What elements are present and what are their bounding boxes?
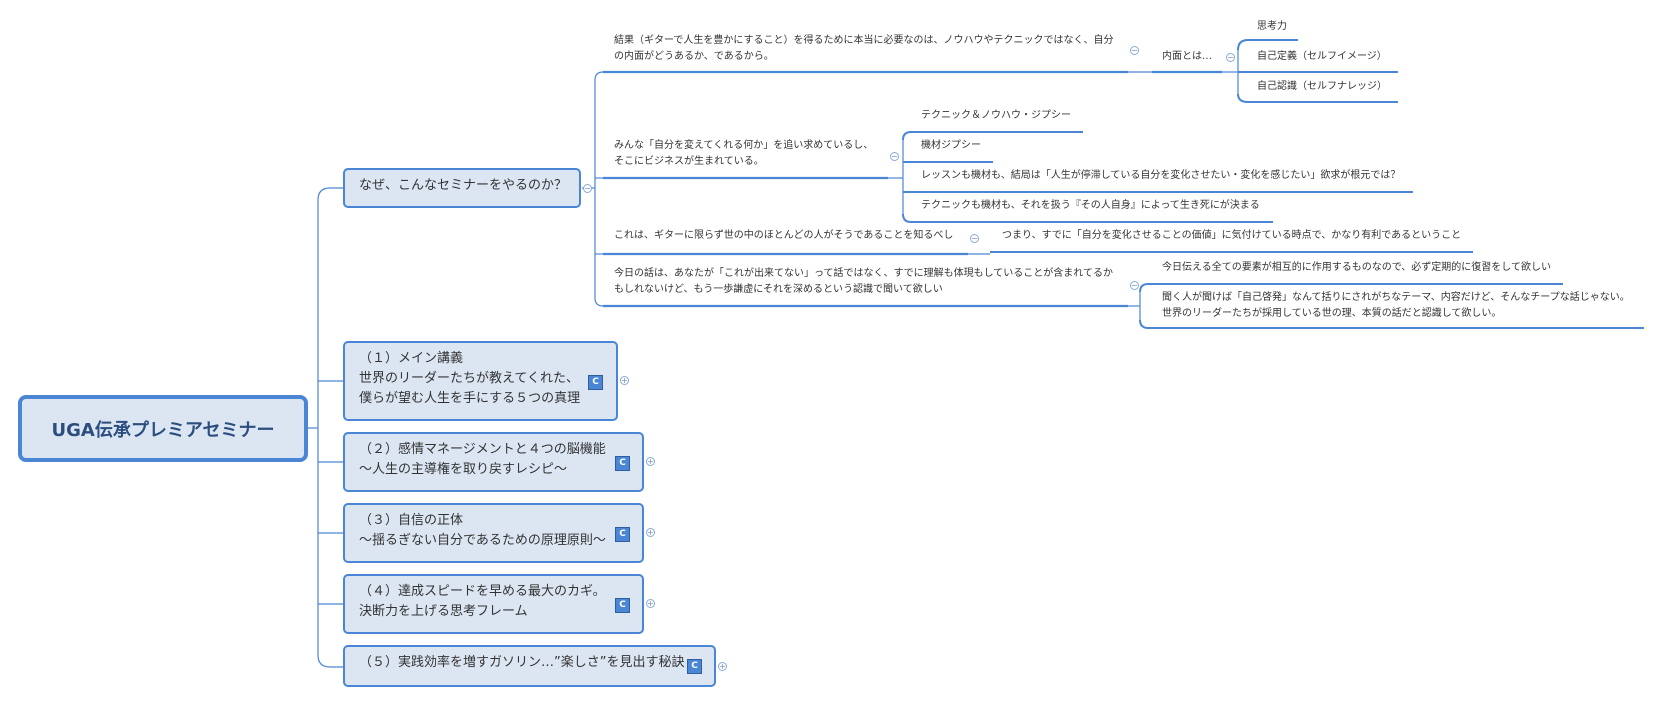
node-inner-self[interactable]: 内面とは… <box>1162 51 1212 62</box>
topic-line: なぜ、こんなセミナーをやるのか？ <box>359 178 568 193</box>
leaf-line: 今日の話は、あなたが「これが出来てない」って話ではなく、すでに理解も体現もしてい… <box>614 268 1113 279</box>
node-not-cheap-talk[interactable]: 聞く人が聞けば「自己啓発」なんて括りにされがちなテーマ、内容だけど、そんなチープ… <box>1162 290 1630 322</box>
topic-main-lecture[interactable]: （１）メイン講義 世界のリーダーたちが教えてくれた、 僕らが望む人生を手にする５… <box>343 341 618 421</box>
leaf-line: の内面がどうあるか、であるから。 <box>614 51 774 62</box>
topic-why-seminar[interactable]: なぜ、こんなセミナーをやるのか？ <box>343 168 581 208</box>
node-technique-gypsy[interactable]: テクニック＆ノウハウ・ジプシー <box>921 110 1071 121</box>
collapse-toggle-icon[interactable]: − <box>1226 53 1235 62</box>
topic-line: （５）実践効率を増すガソリン…”楽しさ”を見出す秘訣 <box>359 655 685 670</box>
topic-line: （２）感情マネージメントと４つの脳機能 <box>359 442 606 457</box>
leaf-line: 聞く人が聞けば「自己啓発」なんて括りにされがちなテーマ、内容だけど、そんなチープ… <box>1162 292 1630 303</box>
root-topic[interactable]: UGA伝承プレミアセミナー <box>18 395 308 462</box>
topic-line: （４）達成スピードを早める最大のカギ。 <box>359 584 606 599</box>
topic-line: （３）自信の正体 <box>359 513 464 528</box>
node-already-advantage[interactable]: つまり、すでに「自分を変化させることの価値」に気付けている時点で、かなり有利であ… <box>1002 230 1462 241</box>
node-review-regularly[interactable]: 今日伝える全ての要素が相互的に作用するものなので、必ず定期的に復習をして欲しい <box>1162 262 1551 273</box>
node-the-person-itself[interactable]: テクニックも機材も、それを扱う『その人自身』によって生き死にが決まる <box>921 200 1260 211</box>
topic-achievement-speed[interactable]: （４）達成スピードを早める最大のカギ。 決断力を上げる思考フレーム C <box>343 574 644 634</box>
attachment-icon[interactable]: C <box>615 456 630 471</box>
topic-line: （１）メイン講義 <box>359 351 464 366</box>
expand-toggle-icon[interactable]: + <box>718 662 727 671</box>
topic-line: 決断力を上げる思考フレーム <box>359 604 528 619</box>
expand-toggle-icon[interactable]: + <box>646 457 655 466</box>
topic-line: 僕らが望む人生を手にする５つの真理 <box>359 391 581 406</box>
why-reason-everyone[interactable]: これは、ギターに限らず世の中のほとんどの人がそうであることを知るべし <box>614 230 954 241</box>
attachment-icon[interactable]: C <box>687 659 702 674</box>
node-self-knowledge[interactable]: 自己認識（セルフナレッジ） <box>1257 81 1387 92</box>
collapse-toggle-icon[interactable]: − <box>583 184 592 193</box>
attachment-icon[interactable]: C <box>615 527 630 542</box>
topic-line: 〜人生の主導権を取り戻すレシピ〜 <box>359 462 568 477</box>
leaf-line: みんな「自分を変えてくれる何か」を追い求めているし、 <box>614 140 874 151</box>
expand-toggle-icon[interactable]: + <box>646 528 655 537</box>
node-self-definition[interactable]: 自己定義（セルフイメージ） <box>1257 51 1387 62</box>
collapse-toggle-icon[interactable]: − <box>890 152 899 161</box>
root-title: UGA伝承プレミアセミナー <box>51 419 275 441</box>
topic-line: 世界のリーダーたちが教えてくれた、 <box>359 371 579 386</box>
node-thinking-power[interactable]: 思考力 <box>1257 21 1287 32</box>
expand-toggle-icon[interactable]: + <box>646 599 655 608</box>
topic-practice-efficiency[interactable]: （５）実践効率を増すガソリン…”楽しさ”を見出す秘訣 C <box>343 645 716 687</box>
collapse-toggle-icon[interactable]: − <box>1130 281 1139 290</box>
topic-confidence[interactable]: （３）自信の正体 〜揺るぎない自分であるための原理原則〜 C <box>343 503 644 563</box>
leaf-line: もしれないけど、もう一歩謙虚にそれを深めるという認識で聞いて欲しい <box>614 284 943 295</box>
leaf-line: 世界のリーダーたちが採用している世の理、本質の話だと認識して欲しい。 <box>1162 308 1502 319</box>
topic-emotion-management[interactable]: （２）感情マネージメントと４つの脳機能 〜人生の主導権を取り戻すレシピ〜 C <box>343 432 644 492</box>
collapse-toggle-icon[interactable]: − <box>1130 46 1139 55</box>
leaf-line: そこにビジネスが生まれている。 <box>614 156 764 167</box>
attachment-icon[interactable]: C <box>588 375 603 390</box>
node-desire-to-change[interactable]: レッスンも機材も、結局は「人生が停滞している自分を変化させたい・変化を感じたい」… <box>921 170 1401 181</box>
collapse-toggle-icon[interactable]: − <box>970 234 979 243</box>
why-reason-business[interactable]: みんな「自分を変えてくれる何か」を追い求めているし、 そこにビジネスが生まれてい… <box>614 138 873 170</box>
expand-toggle-icon[interactable]: + <box>620 376 629 385</box>
attachment-icon[interactable]: C <box>615 598 630 613</box>
leaf-line: 結果（ギターで人生を豊かにすること）を得るために本当に必要なのは、ノウハウやテク… <box>614 35 1114 46</box>
topic-line: 〜揺るぎない自分であるための原理原則〜 <box>359 533 606 548</box>
node-gear-gypsy[interactable]: 機材ジプシー <box>921 140 981 151</box>
why-reason-humble[interactable]: 今日の話は、あなたが「これが出来てない」って話ではなく、すでに理解も体現もしてい… <box>614 266 1113 298</box>
why-reason-inner-self[interactable]: 結果（ギターで人生を豊かにすること）を得るために本当に必要なのは、ノウハウやテク… <box>614 33 1114 65</box>
